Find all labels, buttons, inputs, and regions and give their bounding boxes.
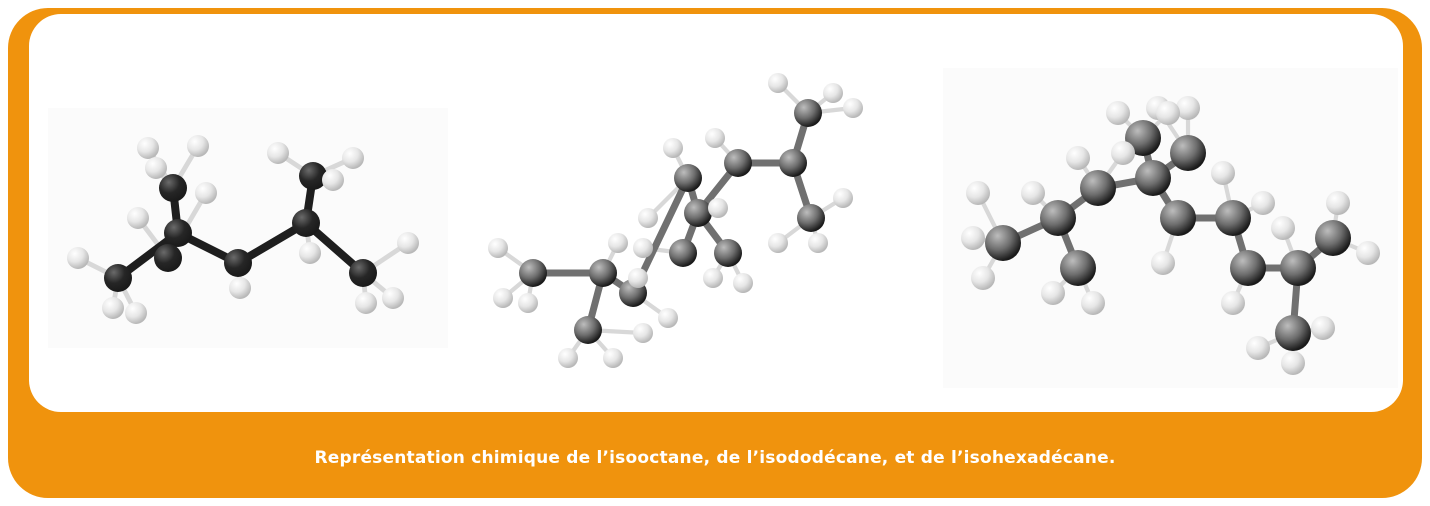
- carbon-atom: [574, 316, 602, 344]
- hydrogen-atom: [705, 128, 725, 148]
- hydrogen-atom: [603, 348, 623, 368]
- carbon-atom: [1275, 315, 1311, 351]
- hydrogen-atom: [342, 147, 364, 169]
- carbon-atom: [1125, 120, 1161, 156]
- hydrogen-atom: [518, 293, 538, 313]
- carbon-atom: [1040, 200, 1076, 236]
- carbon-atom: [1230, 250, 1266, 286]
- hydrogen-atom: [1356, 241, 1380, 265]
- hydrogen-atom: [1311, 316, 1335, 340]
- hydrogen-atom: [628, 268, 648, 288]
- carbon-atom: [794, 99, 822, 127]
- hydrogen-atom: [1176, 96, 1200, 120]
- hydrogen-atom: [1066, 146, 1090, 170]
- hydrogen-atom: [1281, 351, 1305, 375]
- hydrogen-atom: [768, 73, 788, 93]
- hydrogen-atom: [638, 208, 658, 228]
- carbon-atom: [1160, 200, 1196, 236]
- hydrogen-atom: [488, 238, 508, 258]
- hydrogen-atom: [768, 233, 788, 253]
- carbon-atom: [674, 164, 702, 192]
- carbon-atom: [164, 219, 192, 247]
- hydrogen-atom: [1246, 336, 1270, 360]
- carbon-atom: [779, 149, 807, 177]
- hydrogen-atom: [145, 157, 167, 179]
- carbon-atom: [1135, 160, 1171, 196]
- carbon-atom: [292, 209, 320, 237]
- hydrogen-atom: [397, 232, 419, 254]
- isododecane-model: [488, 73, 863, 368]
- hydrogen-atom: [703, 268, 723, 288]
- hydrogen-atom: [633, 323, 653, 343]
- carbon-atom: [349, 259, 377, 287]
- carbon-atom: [159, 174, 187, 202]
- hydrogen-atom: [808, 233, 828, 253]
- hydrogen-atom: [382, 287, 404, 309]
- carbon-atom: [104, 264, 132, 292]
- hydrogen-atom: [966, 181, 990, 205]
- hydrogen-atom: [102, 297, 124, 319]
- carbon-atom: [1080, 170, 1116, 206]
- hydrogen-atom: [823, 83, 843, 103]
- carbon-atom: [1315, 220, 1351, 256]
- hydrogen-atom: [187, 135, 209, 157]
- hydrogen-atom: [493, 288, 513, 308]
- carbon-atom: [724, 149, 752, 177]
- carbon-atom: [224, 249, 252, 277]
- carbon-atom: [1060, 250, 1096, 286]
- carbon-atom: [1215, 200, 1251, 236]
- hydrogen-atom: [733, 273, 753, 293]
- carbon-atom: [669, 239, 697, 267]
- hydrogen-atom: [1251, 191, 1275, 215]
- hydrogen-atom: [843, 98, 863, 118]
- figure-caption: Représentation chimique de l’isooctane, …: [314, 448, 1116, 468]
- hydrogen-atom: [833, 188, 853, 208]
- hydrogen-atom: [708, 198, 728, 218]
- hydrogen-atom: [229, 277, 251, 299]
- carbon-atom: [1280, 250, 1316, 286]
- hydrogen-atom: [663, 138, 683, 158]
- hydrogen-atom: [961, 226, 985, 250]
- carbon-atom: [154, 244, 182, 272]
- hydrogen-atom: [1151, 251, 1175, 275]
- hydrogen-atom: [267, 142, 289, 164]
- hydrogen-atom: [1041, 281, 1065, 305]
- hydrogen-atom: [1221, 291, 1245, 315]
- hydrogen-atom: [633, 238, 653, 258]
- hydrogen-atom: [137, 137, 159, 159]
- carbon-atom: [299, 162, 327, 190]
- hydrogen-atom: [1211, 161, 1235, 185]
- hydrogen-atom: [658, 308, 678, 328]
- hydrogen-atom: [299, 242, 321, 264]
- hydrogen-atom: [1111, 141, 1135, 165]
- hydrogen-atom: [1081, 291, 1105, 315]
- hydrogen-atom: [971, 266, 995, 290]
- carbon-atom: [589, 259, 617, 287]
- hydrogen-atom: [558, 348, 578, 368]
- isooctane-model: [48, 108, 448, 348]
- carbon-atom: [519, 259, 547, 287]
- hydrogen-atom: [608, 233, 628, 253]
- figure-frame: Représentation chimique de l’isooctane, …: [8, 8, 1422, 498]
- hydrogen-atom: [1156, 101, 1180, 125]
- hydrogen-atom: [1021, 181, 1045, 205]
- carbon-atom: [1170, 135, 1206, 171]
- carbon-atom: [985, 225, 1021, 261]
- hydrogen-atom: [355, 292, 377, 314]
- hydrogen-atom: [1106, 101, 1130, 125]
- hydrogen-atom: [67, 247, 89, 269]
- hydrogen-atom: [1326, 191, 1350, 215]
- carbon-atom: [684, 199, 712, 227]
- carbon-atom: [714, 239, 742, 267]
- carbon-atom: [797, 204, 825, 232]
- hydrogen-atom: [195, 182, 217, 204]
- hydrogen-atom: [125, 302, 147, 324]
- hydrogen-atom: [1271, 216, 1295, 240]
- isohexadecane-model: [943, 68, 1398, 388]
- hydrogen-atom: [322, 169, 344, 191]
- hydrogen-atom: [127, 207, 149, 229]
